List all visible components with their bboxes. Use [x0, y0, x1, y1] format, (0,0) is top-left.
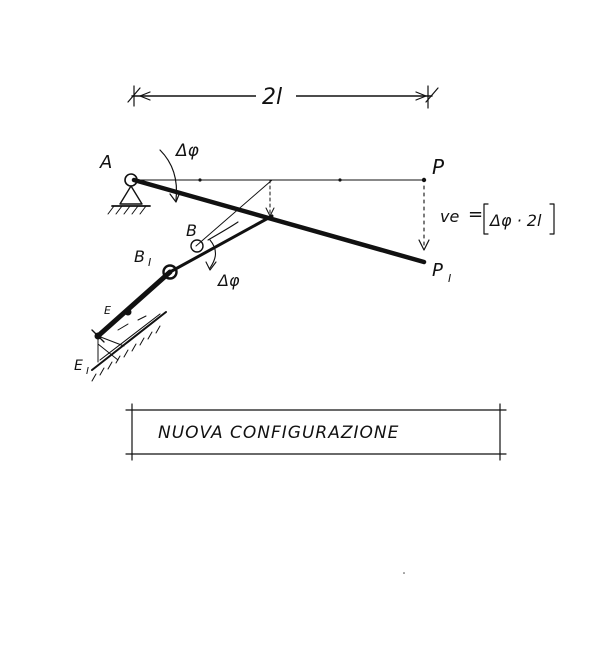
- displacement-formula: ve = Δφ · 2l: [440, 203, 555, 235]
- caption-text: NUOVA CONFIGURAZIONE: [158, 423, 399, 443]
- hinge-b: [190, 239, 204, 253]
- lower-bar: [95, 214, 274, 339]
- original-beam: [133, 177, 427, 247]
- rotated-beam: [131, 177, 427, 265]
- pin-support-a: [107, 173, 151, 215]
- displacement-equals: =: [468, 204, 483, 225]
- point-e: [124, 308, 132, 316]
- displacement-symbol: ve: [440, 207, 459, 226]
- dimension-line: 2l: [127, 84, 439, 110]
- hinge-b1: [162, 264, 178, 280]
- rotation-label-top: Δφ: [174, 141, 200, 161]
- label-p1: P I: [432, 260, 451, 285]
- displacement-arrow: [418, 185, 430, 251]
- svg-text:I: I: [448, 272, 451, 285]
- inclined-support-e1: [91, 311, 167, 382]
- svg-text:B: B: [134, 247, 145, 266]
- stray-dot: [403, 572, 405, 574]
- svg-text:I: I: [86, 366, 89, 377]
- label-e: E: [104, 304, 111, 317]
- label-a: A: [99, 152, 112, 173]
- dimension-label: 2l: [262, 85, 282, 110]
- svg-text:I: I: [148, 256, 151, 269]
- label-b1: B I: [134, 247, 151, 269]
- caption-box: NUOVA CONFIGURAZIONE: [125, 403, 507, 461]
- displacement-value: Δφ · 2l: [488, 211, 542, 230]
- svg-text:P: P: [432, 260, 443, 281]
- svg-text:E: E: [74, 358, 83, 374]
- label-p: P: [432, 155, 445, 179]
- rotation-arrow-top: [159, 149, 181, 203]
- rotation-arrow-mid: [205, 221, 239, 271]
- label-e1: E I: [74, 358, 89, 377]
- label-b: B: [186, 221, 197, 240]
- rotation-label-mid: Δφ: [216, 271, 240, 290]
